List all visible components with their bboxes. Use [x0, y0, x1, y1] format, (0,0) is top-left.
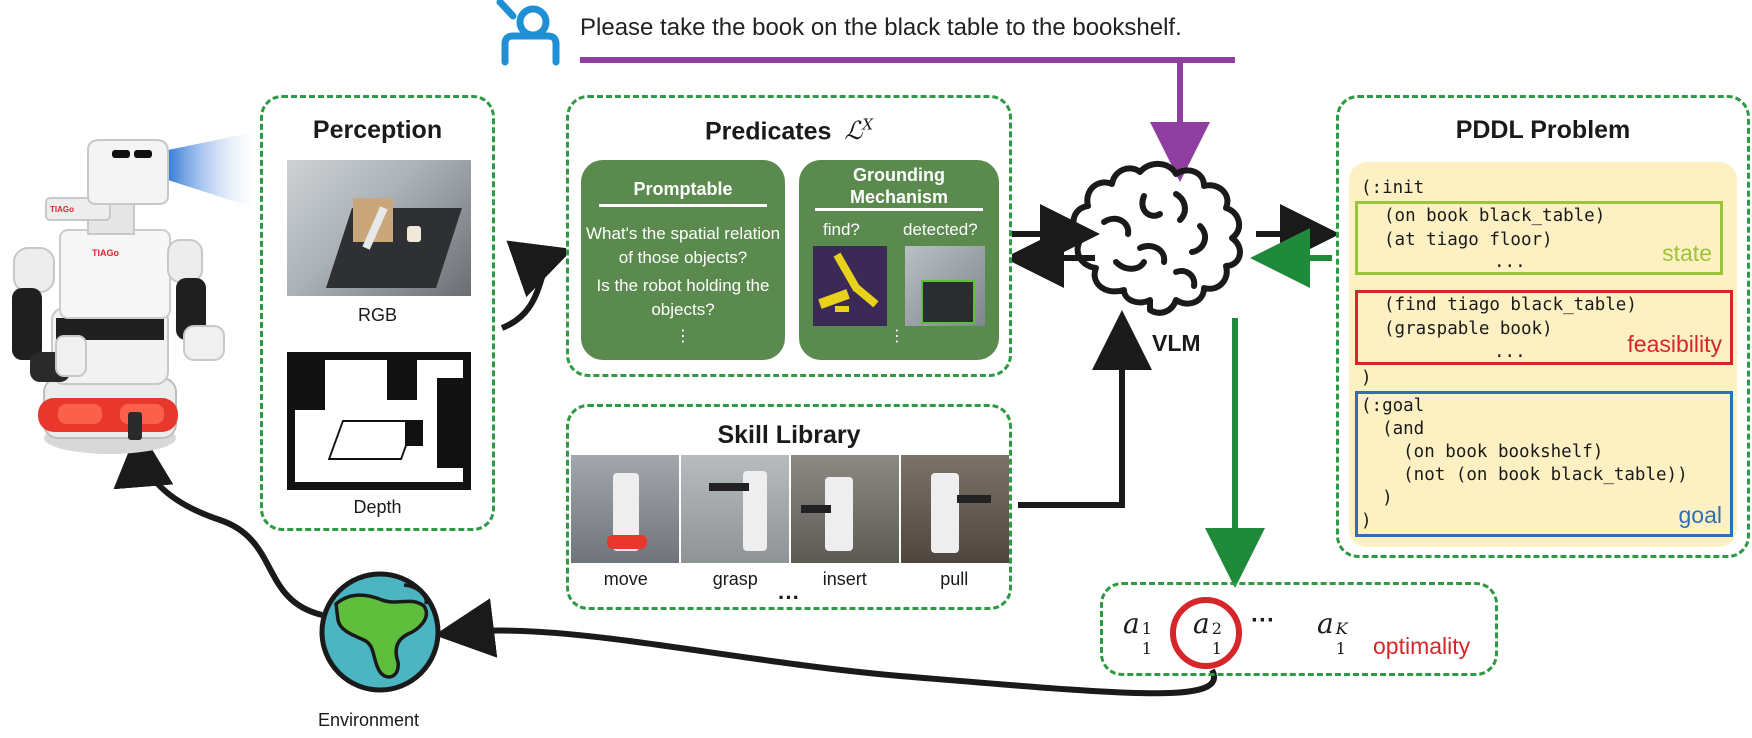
promptable-ellipsis: ⋮: [675, 328, 691, 345]
feasibility-line-3: ...: [1494, 342, 1526, 362]
skill-label-pull: pull: [940, 569, 969, 589]
predicates-symbol: ℒX: [844, 116, 874, 146]
robot-icon: TIAGo TIAGo: [12, 139, 225, 454]
perception-to-predicates-arrow: [500, 240, 573, 331]
skill-ellipsis: ···: [778, 585, 800, 610]
promptable-question-2: Is the robot holding the objects?: [596, 276, 770, 319]
action-dots: ···: [1251, 607, 1275, 634]
state-line-3: ...: [1494, 252, 1526, 272]
grounding-title-line1: Grounding: [853, 165, 945, 185]
grounding-ellipsis: ⋮: [889, 328, 905, 345]
predicates-title: Predicates ℒX: [569, 116, 1009, 146]
depth-image: [287, 352, 471, 490]
skill-library-title: Skill Library: [717, 421, 861, 449]
perception-title: Perception: [312, 116, 443, 144]
promptable-question-1: What's the spatial relation of those obj…: [585, 224, 781, 267]
vlm-label: VLM: [1152, 330, 1201, 356]
promptable-title: Promptable: [633, 179, 733, 199]
find-heatmap: [813, 246, 887, 326]
skill-photos: [571, 455, 1009, 563]
predicates-title-text: Predicates: [704, 117, 832, 146]
goal-block: (:goal (and (on book bookshelf) (not (on…: [1355, 391, 1733, 537]
optimality-tag: optimality: [1373, 633, 1471, 659]
feasibility-line-1: (find tiago black_table): [1384, 295, 1637, 315]
svg-text:TIAGo: TIAGo: [50, 205, 74, 214]
skill-label-insert: insert: [822, 569, 867, 589]
state-block: (on book black_table) (at tiago floor) .…: [1355, 201, 1723, 275]
state-tag: state: [1662, 240, 1712, 266]
rgb-label: RGB: [357, 305, 397, 325]
goal-line-2: (and: [1361, 419, 1425, 439]
skill-photo-pull: [901, 455, 1009, 563]
grounding-title-line2: Mechanism: [849, 187, 949, 207]
optimality-to-environment-arrow: [434, 598, 1217, 697]
camera-beam: [168, 132, 255, 208]
skill-library-box: Skill Library move grasp insert pull ···: [566, 404, 1012, 610]
find-label: find?: [823, 220, 860, 239]
environment-label: Environment: [318, 710, 420, 730]
pddl-init-close: ): [1361, 368, 1372, 388]
skill-photo-insert: [791, 455, 901, 563]
feasibility-line-2: (graspable book): [1384, 319, 1553, 339]
goal-line-5: ): [1361, 488, 1393, 508]
skill-photo-grasp: [681, 455, 791, 563]
pddl-panel: (:init (on book black_table) (at tiago f…: [1349, 162, 1737, 547]
globe-icon: [319, 571, 441, 693]
perception-box: Perception RGB Depth: [260, 95, 495, 531]
feasibility-block: (find tiago black_table) (graspable book…: [1355, 290, 1733, 365]
skill-photo-move: [571, 455, 681, 563]
brain-icon: [1070, 161, 1243, 316]
rgb-image: [287, 160, 471, 296]
goal-line-3: (on book bookshelf): [1361, 442, 1604, 462]
goal-line-6: ): [1361, 511, 1372, 531]
state-line-1: (on book black_table): [1384, 206, 1606, 226]
goal-line-4: (not (on book black_table)): [1361, 465, 1688, 485]
skill-label-grasp: grasp: [712, 569, 758, 589]
goal-tag: goal: [1678, 502, 1722, 528]
instruction-text: Please take the book on the black table …: [580, 14, 1182, 41]
detected-image: [905, 246, 985, 326]
skill-labels: move grasp insert pull: [571, 569, 1009, 590]
svg-text:TIAGo: TIAGo: [92, 248, 119, 258]
pddl-problem-box: PDDL Problem (:init (on book black_table…: [1336, 95, 1750, 558]
feasibility-tag: feasibility: [1627, 331, 1722, 357]
pddl-init-open: (:init: [1361, 178, 1425, 198]
environment-to-robot-arrow: [113, 427, 323, 618]
state-line-2: (at tiago floor): [1384, 230, 1553, 250]
user-icon: [496, 0, 560, 66]
goal-line-1: (:goal: [1361, 396, 1425, 416]
grounding-card: Grounding Mechanism find? detected? ⋮: [799, 160, 999, 360]
detected-label: detected?: [903, 220, 978, 239]
optimality-selection-circle: [1170, 597, 1242, 669]
skill-label-move: move: [603, 569, 648, 589]
predicates-box: Predicates ℒX Promptable What's the spat…: [566, 95, 1012, 377]
promptable-card: Promptable What's the spatial relation o…: [581, 160, 785, 360]
depth-label: Depth: [353, 497, 402, 517]
pddl-title: PDDL Problem: [1455, 116, 1631, 144]
skills-to-vlm-arrow: [1018, 310, 1152, 508]
